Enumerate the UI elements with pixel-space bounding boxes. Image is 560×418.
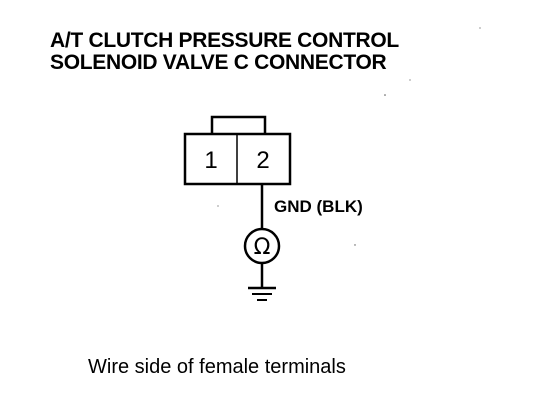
terminal-1-label: 1 xyxy=(204,147,217,174)
diagram-title: A/T CLUTCH PRESSURE CONTROL SOLENOID VAL… xyxy=(50,30,399,74)
ohm-symbol: Ω xyxy=(254,235,271,260)
title-line-1: A/T CLUTCH PRESSURE CONTROL xyxy=(50,29,399,52)
ground-symbol-icon xyxy=(248,286,276,301)
terminal-2-label: 2 xyxy=(256,147,269,174)
diagram-caption: Wire side of female terminals xyxy=(88,356,346,378)
scan-specks xyxy=(217,27,481,246)
wire-label: GND (BLK) xyxy=(274,197,363,216)
title-line-2: SOLENOID VALVE C CONNECTOR xyxy=(50,51,387,74)
connector-lock-tab xyxy=(210,115,267,135)
